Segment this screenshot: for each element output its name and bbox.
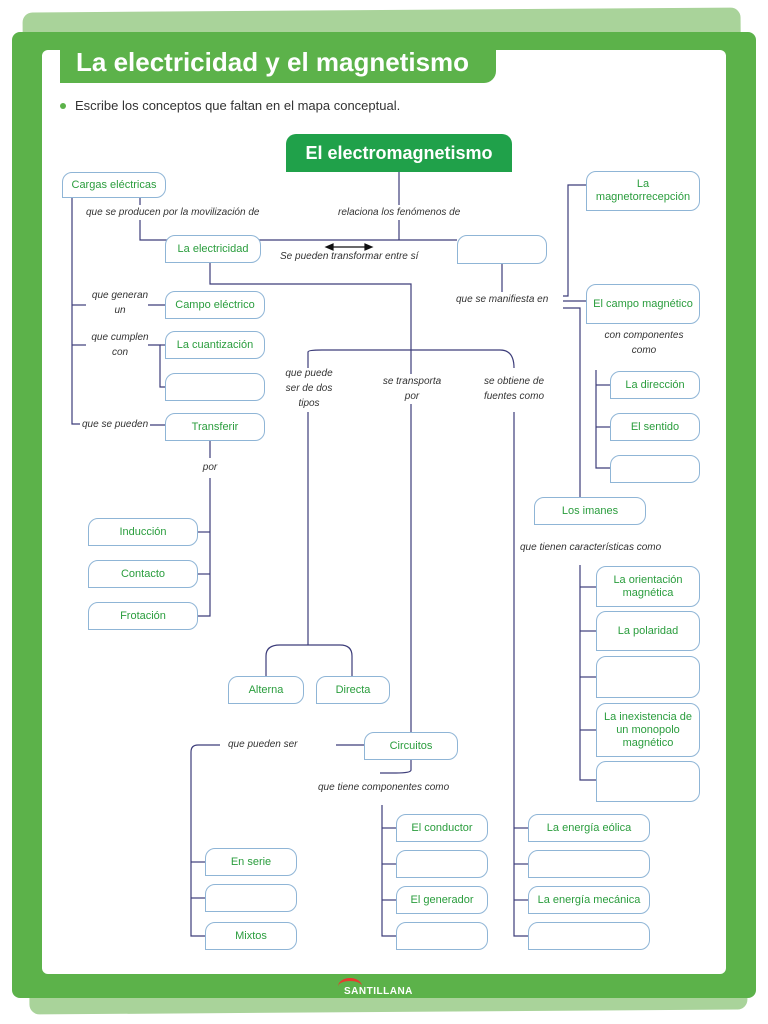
link-cumplen-line-2: con (111, 347, 129, 358)
node-campo-electrico: Campo eléctrico (165, 291, 265, 319)
link-generan-line-2: un (114, 305, 126, 316)
node-contacto: Contacto (88, 560, 198, 588)
link-pueden-ser: que pueden ser (226, 737, 300, 752)
link-cumplen-line-1: que cumplen (91, 332, 149, 343)
node-la-direccion: La dirección (610, 371, 700, 399)
link-tiene-componentes: que tiene componentes como (316, 780, 452, 795)
blank-node-componente-2[interactable] (396, 922, 488, 950)
link-dos-tipos-line-2: ser de dos (285, 383, 333, 394)
link-dos-tipos-line-1: que puede (285, 368, 333, 379)
node-magnetorrecepcion: La magnetorrecepción (586, 171, 700, 211)
node-energia-mecanica: La energía mecánica (528, 886, 650, 914)
root-concept: El electromagnetismo (286, 134, 512, 172)
node-la-electricidad: La electricidad (165, 235, 261, 263)
link-fuentes-line-1: se obtiene de (483, 376, 545, 387)
link-pueden: que se pueden (80, 417, 151, 432)
link-cumplen: que cumplen con (88, 330, 152, 360)
title-tab (60, 45, 496, 83)
link-transporta-line-1: se transporta (382, 376, 442, 387)
node-la-polaridad: La polaridad (596, 611, 700, 651)
node-mixtos: Mixtos (205, 922, 297, 950)
node-orientacion-magnetica: La orientación magnética (596, 566, 700, 607)
node-cargas-electricas: Cargas eléctricas (62, 172, 166, 198)
link-componentes-line-2: como (631, 345, 657, 356)
blank-node-magnetismo[interactable] (457, 235, 547, 264)
link-fuentes: se obtiene de fuentes como (478, 374, 550, 404)
instruction-text: Escribe los conceptos que faltan en el m… (75, 98, 401, 113)
node-energia-eolica: La energía eólica (528, 814, 650, 842)
node-inexistencia-monopolo: La inexistencia de un monopolo magnético (596, 703, 700, 757)
link-transporta: se transporta por (378, 374, 446, 404)
node-el-sentido: El sentido (610, 413, 700, 441)
blank-node-fuente-2[interactable] (528, 922, 650, 950)
blank-node-fuente[interactable] (528, 850, 650, 878)
link-por: por (202, 462, 218, 473)
link-fuentes-line-2: fuentes como (483, 391, 545, 402)
node-en-serie: En serie (205, 848, 297, 876)
logo-swoosh-icon (338, 978, 362, 995)
node-campo-magnetico: El campo magnético (586, 284, 700, 324)
node-circuitos: Circuitos (364, 732, 458, 760)
page-title: La electricidad y el magnetismo (76, 47, 470, 77)
blank-node-intensidad[interactable] (610, 455, 700, 483)
link-caracteristicas: que tienen características como (518, 540, 664, 555)
node-los-imanes: Los imanes (534, 497, 646, 525)
link-relaciona: relaciona los fenómenos de (336, 205, 463, 220)
link-generan-line-1: que generan (91, 290, 149, 301)
node-el-conductor: El conductor (396, 814, 488, 842)
node-transferir: Transferir (165, 413, 265, 441)
link-manifiesta: que se manifiesta en (456, 294, 549, 305)
node-directa: Directa (316, 676, 390, 704)
link-componentes: con componentes como (598, 328, 690, 358)
bullet-icon (60, 103, 66, 109)
link-dos-tipos-line-3: tipos (298, 398, 320, 409)
blank-node-atraccion[interactable] (596, 656, 700, 698)
node-alterna: Alterna (228, 676, 304, 704)
santillana-logo: SANTILLANA (338, 978, 430, 1000)
blank-node-caracteristica[interactable] (596, 761, 700, 802)
node-induccion: Inducción (88, 518, 198, 546)
link-dos-tipos: que puede ser de dos tipos (280, 366, 338, 411)
node-la-cuantizacion: La cuantización (165, 331, 265, 359)
node-frotacion: Frotación (88, 602, 198, 630)
link-transporta-line-2: por (404, 391, 420, 402)
link-transformar: Se pueden transformar entre sí (280, 251, 419, 262)
link-producen: que se producen por la movilización de (84, 205, 262, 220)
blank-node-componente-1[interactable] (396, 850, 488, 878)
blank-node-conservacion[interactable] (165, 373, 265, 401)
link-generan: que generan un (88, 288, 152, 318)
logo-text: SANTILLANA (344, 986, 413, 997)
blank-node-paralelo[interactable] (205, 884, 297, 912)
link-componentes-line-1: con componentes (604, 330, 684, 341)
node-el-generador: El generador (396, 886, 488, 914)
